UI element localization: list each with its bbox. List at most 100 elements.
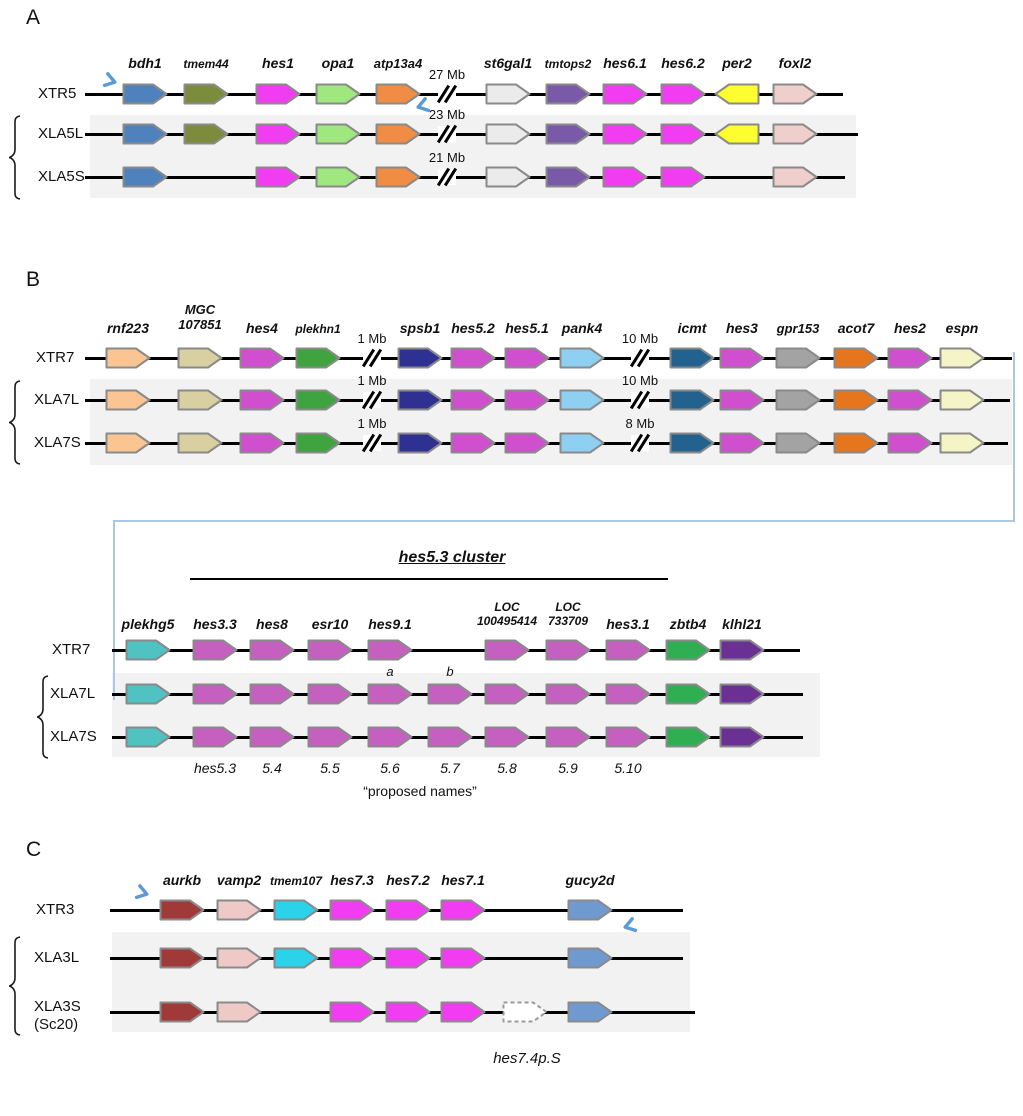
gene-arrow-st6gal1 bbox=[485, 166, 531, 188]
proposed-name: 5.10 bbox=[614, 760, 642, 776]
gene-arrow-vamp2 bbox=[216, 899, 262, 921]
gene-label-acot7: acot7 bbox=[837, 320, 875, 336]
gene-arrow-plekhn1 bbox=[295, 432, 341, 454]
gene-arrow-hes7-2 bbox=[385, 947, 431, 969]
gene-arrow-hes7-1 bbox=[440, 947, 486, 969]
gene-label-hes1: hes1 bbox=[262, 55, 294, 71]
gene-arrow-icmt bbox=[669, 432, 715, 454]
gene-label-pank4: pank4 bbox=[561, 320, 603, 336]
gene-arrow-mgc107851 bbox=[177, 347, 223, 369]
scale-label: 1 Mb bbox=[357, 373, 387, 388]
gene-label-hes5-2: hes5.2 bbox=[451, 320, 495, 336]
scale-break bbox=[629, 348, 651, 368]
bracket bbox=[34, 675, 50, 759]
gene-arrow-vamp2 bbox=[216, 1001, 262, 1023]
gene-arrow-pank4 bbox=[559, 347, 605, 369]
gene-arrow-hes2 bbox=[887, 432, 933, 454]
scale-break bbox=[436, 84, 458, 104]
gene-arrow-hes6-2 bbox=[660, 123, 706, 145]
gene-arrow-gucy2d bbox=[567, 899, 613, 921]
gene-arrow-hes5-3 bbox=[192, 683, 238, 705]
gene-arrow-atp13a4 bbox=[375, 123, 421, 145]
gene-arrow-hes5-3 bbox=[192, 726, 238, 748]
gene-arrow-klhl21 bbox=[719, 639, 765, 661]
gene-label-hes7-2: hes7.2 bbox=[386, 872, 430, 888]
gene-arrow-hes3 bbox=[719, 347, 765, 369]
gene-arrow-hes5-6 bbox=[367, 683, 413, 705]
panel-label-b: B bbox=[26, 268, 41, 291]
gene-arrow-loc100495414 bbox=[484, 639, 530, 661]
gene-arrow-bdh1 bbox=[122, 123, 168, 145]
chromosome-line-xla5s bbox=[85, 175, 845, 179]
scale-label: 10 Mb bbox=[621, 373, 659, 388]
gene-arrow-st6gal1 bbox=[485, 83, 531, 105]
gene-arrow-hes5-8 bbox=[484, 683, 530, 705]
gene-arrow-hes2 bbox=[887, 389, 933, 411]
gene-arrow-foxl2 bbox=[772, 83, 818, 105]
gene-arrow-gpr153 bbox=[775, 347, 821, 369]
proposed-names-caption: “proposed names” bbox=[363, 783, 477, 799]
gene-arrow-bdh1 bbox=[122, 166, 168, 188]
gene-arrow-spsb1 bbox=[397, 432, 443, 454]
gene-arrow-hes1 bbox=[255, 123, 301, 145]
scale-label: 1 Mb bbox=[357, 416, 387, 431]
gene-arrow-tmtops2 bbox=[545, 83, 591, 105]
gene-arrow-acot7 bbox=[833, 432, 879, 454]
gene-label-tmem44: tmem44 bbox=[183, 57, 229, 71]
gene-arrow-hes5-10 bbox=[605, 726, 651, 748]
gene-arrow-pank4 bbox=[559, 389, 605, 411]
gene-label-foxl2: foxl2 bbox=[778, 55, 812, 71]
gene-label-hes3: hes3 bbox=[726, 320, 758, 336]
gene-arrow-hes5-5 bbox=[307, 683, 353, 705]
gene-label-per2: per2 bbox=[722, 55, 752, 71]
gene-label-hes6-1: hes6.1 bbox=[603, 55, 647, 71]
gene-arrow-hes7-3 bbox=[329, 899, 375, 921]
row-label-xla5l: XLA5L bbox=[38, 125, 84, 142]
row-label-xla7s: XLA7S bbox=[50, 728, 97, 745]
gene-arrow-tmem44 bbox=[183, 123, 229, 145]
gene-arrow-hes5-1 bbox=[504, 389, 550, 411]
gene-arrow-aurkb bbox=[159, 1001, 205, 1023]
proposed-name: hes5.3 bbox=[193, 760, 237, 776]
proposed-name: 5.6 bbox=[380, 760, 400, 776]
gene-arrow-bdh1 bbox=[122, 83, 168, 105]
gene-arrow-gucy2d bbox=[567, 947, 613, 969]
row-label-xtr3: XTR3 bbox=[36, 901, 75, 918]
gene-arrow-hes5-2 bbox=[450, 389, 496, 411]
proposed-name: 5.9 bbox=[558, 760, 578, 776]
gene-label-klhl21: klhl21 bbox=[722, 616, 762, 632]
gene-arrow-hes7-1 bbox=[440, 899, 486, 921]
gene-arrow-hes4 bbox=[239, 389, 285, 411]
gene-label-hes7-3: hes7.3 bbox=[330, 872, 374, 888]
gene-arrow-espn bbox=[939, 389, 985, 411]
gene-arrow-rnf223 bbox=[105, 347, 151, 369]
row-label-xla3l: XLA3L bbox=[34, 949, 80, 966]
proposed-name: 5.8 bbox=[497, 760, 517, 776]
gene-arrow-hes5-1 bbox=[504, 347, 550, 369]
gene-arrow-acot7 bbox=[833, 389, 879, 411]
scale-label: 21 Mb bbox=[428, 150, 466, 165]
gene-arrow-mgc107851 bbox=[177, 432, 223, 454]
gene-arrow-hes5-2 bbox=[450, 347, 496, 369]
gene-arrow-per2 bbox=[714, 123, 760, 145]
gene-arrow-hes5-4 bbox=[249, 683, 295, 705]
gene-arrow-aurkb bbox=[159, 947, 205, 969]
annotation-b: b bbox=[446, 664, 454, 679]
gene-arrow-tmem107 bbox=[273, 899, 319, 921]
gene-arrow-esr10 bbox=[307, 639, 353, 661]
gene-label-hes3-1: hes3.1 bbox=[606, 616, 650, 632]
scale-break bbox=[361, 390, 383, 410]
gene-arrow-spsb1 bbox=[397, 389, 443, 411]
gene-arrow-rnf223 bbox=[105, 432, 151, 454]
gene-arrow-atp13a4 bbox=[375, 166, 421, 188]
row-label-xtr5: XTR5 bbox=[38, 85, 77, 102]
gene-arrow-plekhn1 bbox=[295, 389, 341, 411]
gene-label-hes7-1: hes7.1 bbox=[441, 872, 485, 888]
gene-arrow-hes5-9 bbox=[545, 726, 591, 748]
direction-chevron bbox=[618, 915, 640, 937]
gene-arrow-tmem107 bbox=[273, 947, 319, 969]
scale-break bbox=[436, 167, 458, 187]
gene-arrow-rnf223 bbox=[105, 389, 151, 411]
gene-arrow-hes7-2 bbox=[385, 899, 431, 921]
